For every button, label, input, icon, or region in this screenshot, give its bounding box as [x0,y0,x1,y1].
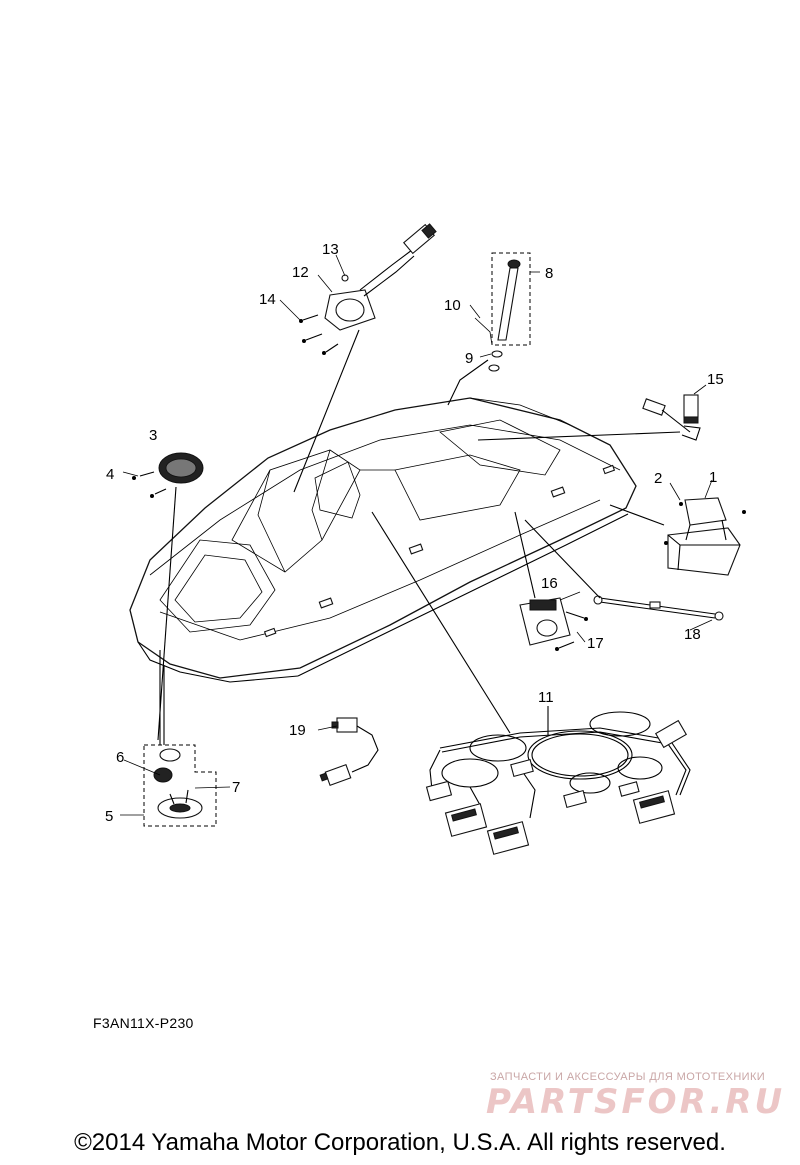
sub-harness-part [319,717,379,787]
vent-hose-part [447,252,531,406]
callout-16: 16 [541,575,558,592]
callout-5: 5 [105,808,113,825]
fuel-sender-part [293,223,437,493]
callout-7: 7 [232,779,240,796]
main-wire-harness-part [371,511,691,855]
watermark-logo: PARTSFOR.RU [486,1082,786,1122]
sensor-part [477,394,701,441]
callout-3: 3 [149,427,157,444]
callout-8: 8 [545,265,553,282]
callout-4: 4 [106,466,114,483]
callout-18: 18 [684,626,701,643]
callout-17: 17 [587,635,604,652]
callout-19: 19 [289,722,306,739]
copyright-notice: ©2014 Yamaha Motor Corporation, U.S.A. A… [74,1129,726,1156]
battery-cable-part [524,519,724,621]
control-unit-part [514,511,588,651]
drawing-code: F3AN11X-P230 [93,1015,194,1031]
callout-15: 15 [707,371,724,388]
callout-12: 12 [292,264,309,281]
callout-6: 6 [116,749,124,766]
callout-11: 11 [538,689,554,706]
callout-2: 2 [654,470,662,487]
callout-14: 14 [259,291,276,308]
leader-lines [120,254,713,816]
callout-1: 1 [709,469,717,486]
drain-kit-part [143,486,217,827]
boat-hull [129,397,637,683]
callout-13: 13 [322,241,339,258]
callout-9: 9 [465,350,473,367]
callout-10: 10 [444,297,461,314]
watermark-tagline: ЗАПЧАСТИ И АКСЕССУАРЫ ДЛЯ МОТОТЕХНИКИ [490,1071,766,1083]
speaker-part [132,452,204,498]
battery-box-part [609,497,746,576]
